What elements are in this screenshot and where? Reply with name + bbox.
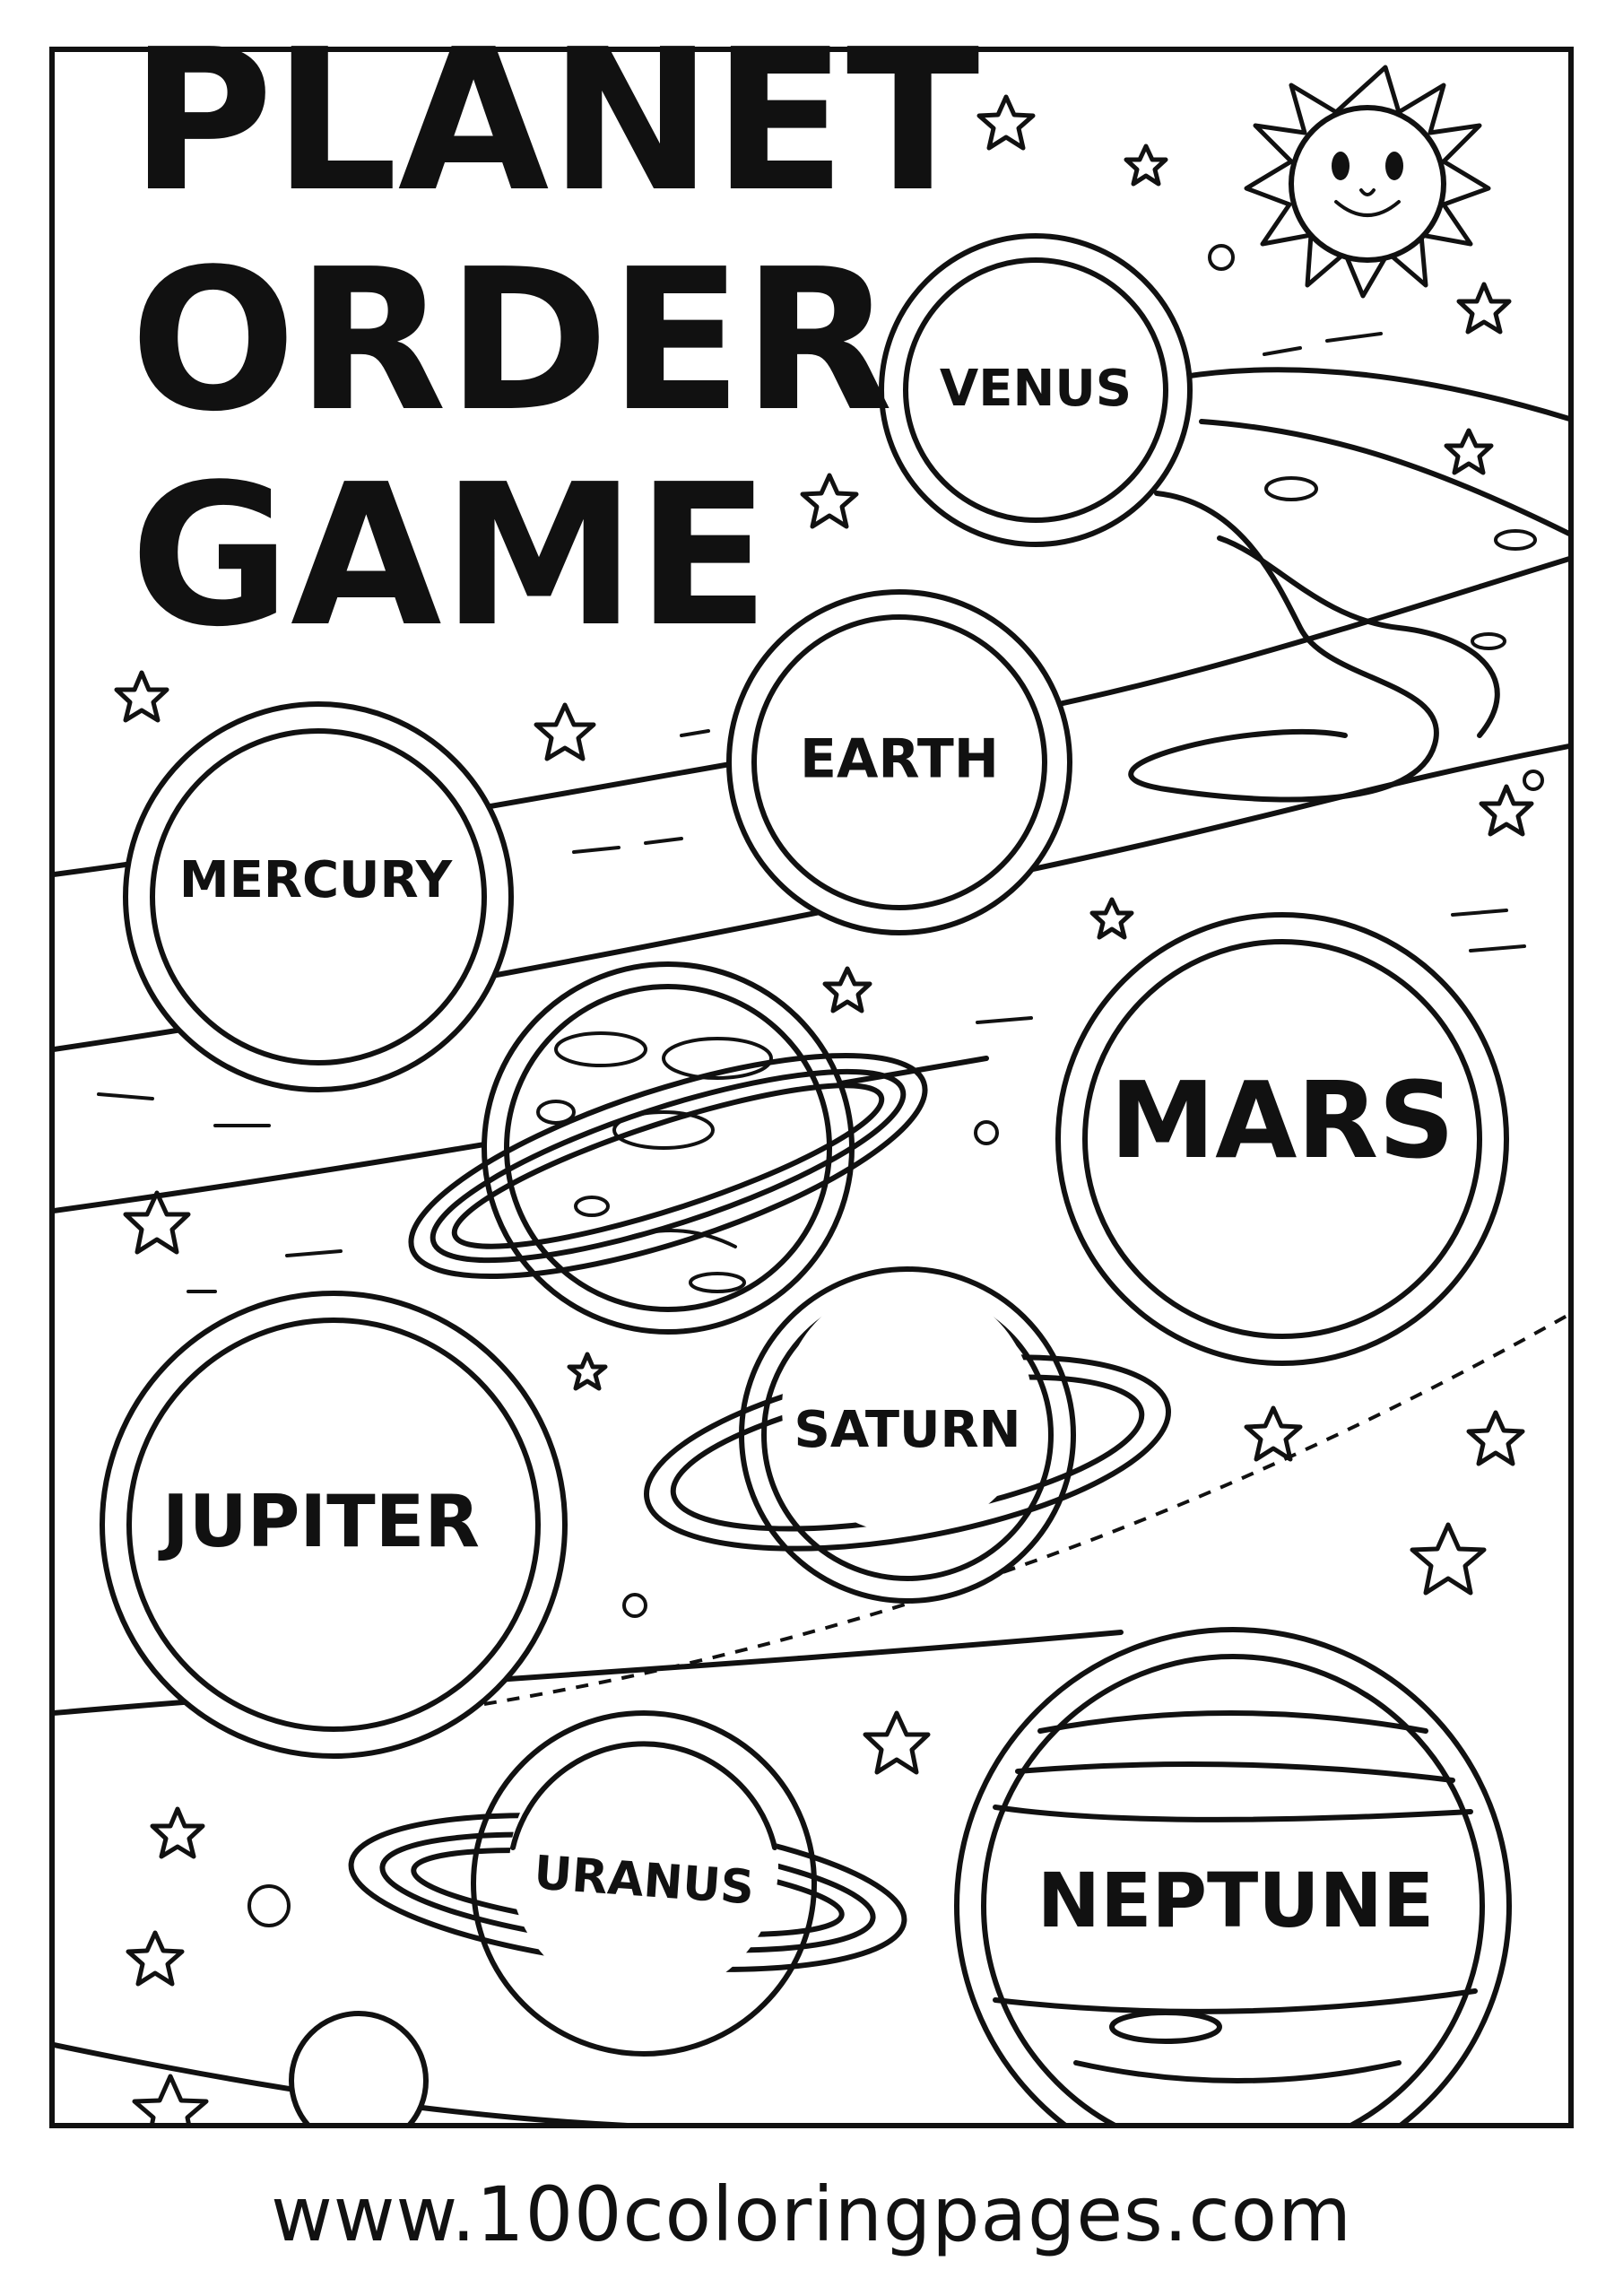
- planet-mars: [1055, 912, 1509, 1366]
- title-line-1: PLANET: [130, 8, 979, 235]
- planet-saturn: [644, 1266, 1171, 1604]
- sun-icon: [1244, 65, 1491, 299]
- planet-neptune: [954, 1627, 1512, 2123]
- swirl: [1217, 535, 1500, 738]
- orbit-path: [1181, 367, 1568, 422]
- label-saturn: SATURN: [794, 1401, 1021, 1459]
- planet-venus: [879, 233, 1193, 547]
- footer-url: www.100coloringpages.com: [271, 2170, 1352, 2258]
- ringed-planet-icon: [408, 961, 928, 1335]
- label-venus: VENUS: [940, 360, 1132, 418]
- bubbles: [247, 244, 1544, 1927]
- star-icon: [114, 94, 1534, 2123]
- orbit-path: [1199, 419, 1568, 536]
- dashed-orbit: [483, 1312, 1568, 1706]
- dash-marks: [97, 332, 1526, 1293]
- label-earth: EARTH: [800, 728, 999, 791]
- title-line-3: GAME: [130, 443, 770, 670]
- moon: [289, 2011, 429, 2123]
- planet-earth: [726, 589, 1072, 935]
- planet-uranus: [348, 1710, 907, 2057]
- title-line-2: ORDER: [130, 228, 893, 455]
- label-mars: MARS: [1110, 1058, 1455, 1182]
- label-mercury: MERCURY: [179, 851, 454, 909]
- label-neptune: NEPTUNE: [1037, 1857, 1434, 1944]
- swirl: [1128, 491, 1439, 803]
- label-jupiter: JUPITER: [158, 1480, 480, 1563]
- planet-mercury: [123, 701, 514, 1092]
- planet-jupiter: [100, 1291, 568, 1759]
